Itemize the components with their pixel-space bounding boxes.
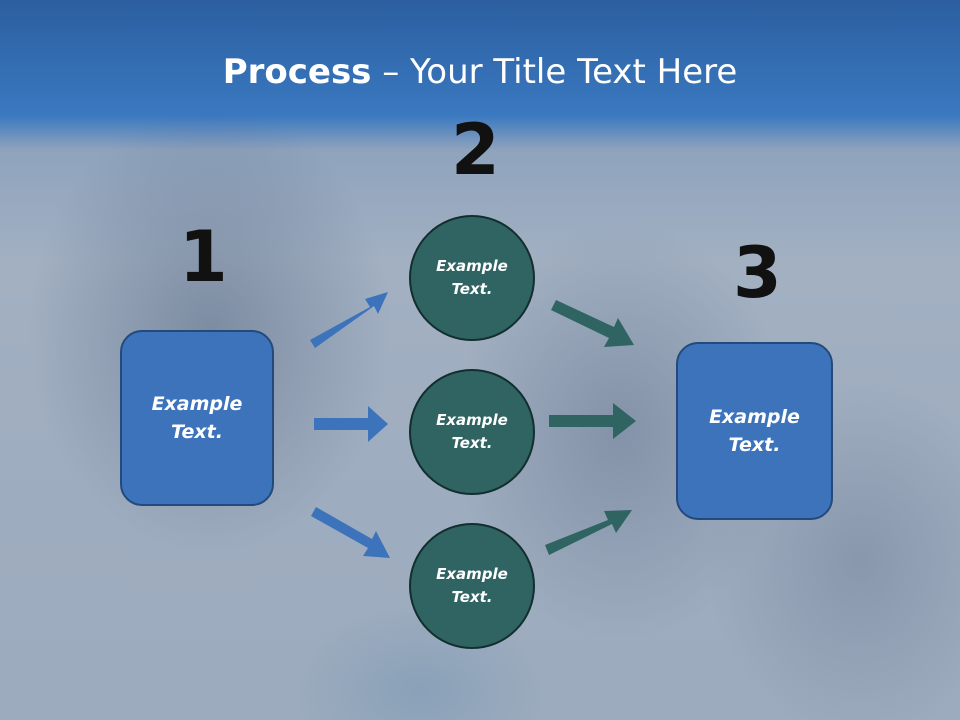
blue-arrows	[310, 292, 390, 558]
title-bold: Process	[222, 52, 372, 92]
circle-bottom: Example Text.	[409, 523, 535, 649]
circle-top: Example Text.	[409, 215, 535, 341]
left-process-box: Example Text.	[120, 330, 274, 506]
arrow-top-circle-to-right	[551, 300, 634, 347]
teal-arrows	[545, 300, 636, 555]
circle-bottom-label: Example Text.	[436, 564, 508, 606]
step-number-1: 1	[179, 216, 228, 298]
slide-title: Process – Your Title Text Here	[0, 52, 960, 92]
left-box-label: Example Text.	[151, 392, 243, 444]
title-rest: – Your Title Text Here	[371, 52, 738, 92]
right-process-box: Example Text.	[676, 342, 833, 520]
circle-middle-label: Example Text.	[436, 410, 508, 452]
right-box-label: Example Text.	[709, 405, 800, 457]
step-number-3: 3	[733, 232, 782, 314]
step-number-2: 2	[451, 109, 500, 191]
arrow-left-to-top-circle	[310, 292, 388, 348]
circle-top-label: Example Text.	[436, 256, 508, 298]
arrow-middle-circle-to-right	[549, 403, 636, 439]
circle-middle: Example Text.	[409, 369, 535, 495]
arrow-left-to-bottom-circle	[311, 507, 390, 558]
arrow-bottom-circle-to-right	[545, 510, 632, 555]
arrow-left-to-middle-circle	[314, 406, 388, 442]
